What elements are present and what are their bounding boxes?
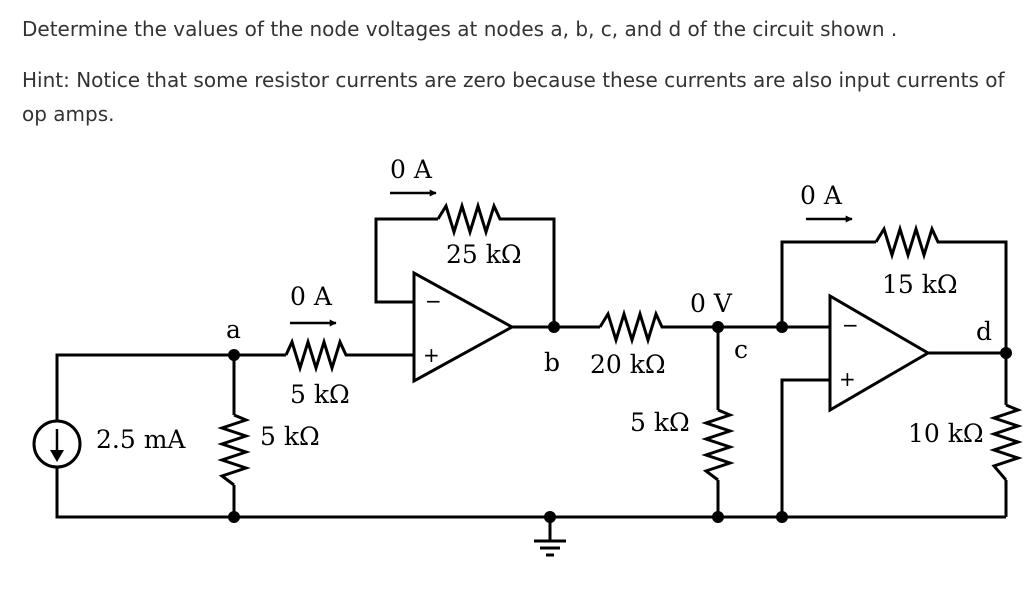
junction-b — [548, 321, 560, 333]
label-current-source: 2.5 mA — [96, 425, 186, 454]
junction-c — [712, 321, 724, 333]
label-r-shunt-c: 5 kΩ — [630, 408, 690, 437]
resistor-5k-series — [284, 336, 358, 374]
junctions — [228, 321, 1012, 523]
resistor-10k-load — [989, 403, 1023, 481]
label-node-c: c — [734, 335, 748, 364]
label-current-5k: 0 A — [290, 282, 333, 311]
op-amp-1-minus: − — [425, 289, 442, 313]
junction-ground-left — [228, 511, 240, 523]
op-amp-1-plus: + — [423, 343, 440, 367]
resistor-5k-shunt-a — [217, 413, 251, 487]
junction-a — [228, 349, 240, 361]
label-current-fb2: 0 A — [800, 181, 843, 210]
label-r-series-a: 5 kΩ — [290, 380, 350, 409]
label-voltage-c: 0 V — [690, 289, 733, 318]
resistor-20k-series — [598, 308, 672, 346]
resistor-5k-shunt-c — [701, 408, 735, 482]
label-r-load-d: 10 kΩ — [908, 419, 984, 448]
label-r-series-b: 20 kΩ — [590, 350, 666, 379]
current-source-icon — [32, 419, 82, 469]
label-r-shunt-a: 5 kΩ — [260, 422, 320, 451]
label-r-feedback-2: 15 kΩ — [882, 270, 958, 299]
junction-ground-mid — [544, 511, 556, 523]
ground-icon — [534, 539, 566, 557]
resistor-15k-feedback — [874, 223, 950, 261]
junction-d — [1000, 347, 1012, 359]
question-prompt: Determine the values of the node voltage… — [22, 17, 898, 41]
label-r-feedback-1: 25 kΩ — [446, 240, 522, 269]
label-node-b: b — [544, 348, 560, 377]
junction-ground-right — [776, 511, 788, 523]
label-node-a: a — [226, 315, 241, 344]
label-node-d: d — [976, 317, 992, 346]
junction-c-opamp — [776, 321, 788, 333]
junction-ground-c — [712, 511, 724, 523]
resistor-25k-feedback — [436, 200, 512, 238]
question-hint: Hint: Notice that some resistor currents… — [22, 68, 1005, 126]
wires — [55, 217, 1008, 541]
op-amp-2-minus: − — [842, 313, 859, 337]
op-amp-2-plus: + — [839, 367, 856, 391]
op-amp-2: − + — [828, 293, 931, 413]
op-amp-1: − + — [412, 270, 516, 384]
label-current-fb1: 0 A — [390, 155, 433, 184]
